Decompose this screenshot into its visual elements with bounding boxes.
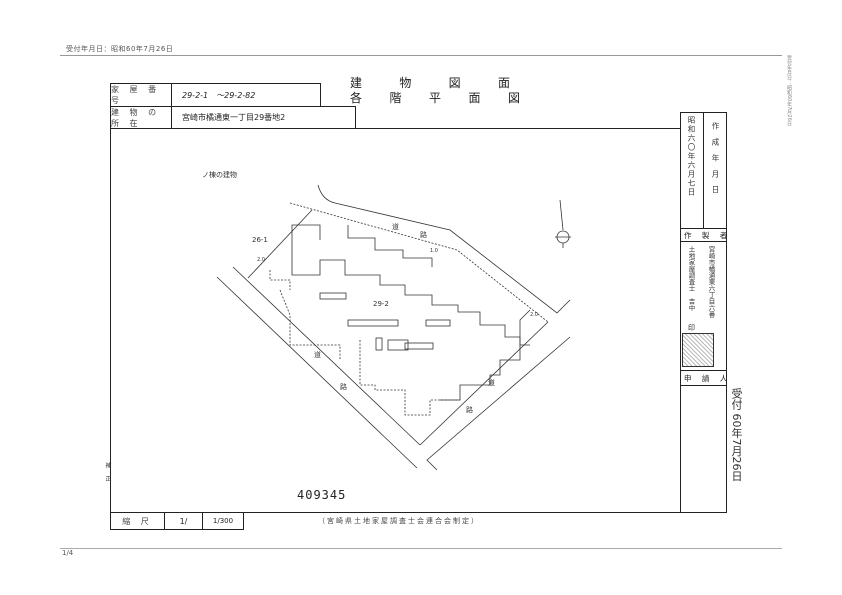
road-top-char: 路 <box>420 231 427 239</box>
scale-value-b: 1/300 <box>202 512 244 530</box>
building-outline-lower <box>359 340 460 416</box>
divider-top <box>60 55 782 56</box>
building-outline-right <box>440 309 531 401</box>
room-block <box>404 342 434 350</box>
scale-label: 縮 尺 <box>110 512 165 530</box>
created-date-label: 作 成 年 月 日 <box>711 122 720 197</box>
building-outline-upper <box>291 224 530 346</box>
document-number: 409345 <box>297 488 347 502</box>
room-block <box>319 292 347 300</box>
title-char: 各 <box>350 91 363 105</box>
road-left-outer <box>216 276 418 469</box>
receipt-stamp: 受付 60年7月26日 <box>730 388 743 482</box>
title-building-plan: 建 物 図 面 <box>350 74 510 91</box>
dim-right: 2.0 <box>530 312 538 318</box>
lot-left-number: 26-1 <box>252 236 268 244</box>
maker-name: 土地家屋調査士 吉中 <box>687 246 695 311</box>
road-top-char: 道 <box>392 223 399 231</box>
publisher-text: （宮崎県土地家屋調査士会連合会制定） <box>318 517 480 525</box>
road-top-outer <box>317 184 571 314</box>
divider <box>680 228 727 229</box>
lot-left-boundary <box>247 209 313 279</box>
header-doc-info: 受付年月日：昭和60年7月26日 <box>66 45 174 53</box>
divider <box>680 241 727 242</box>
scale-value-a: 1/ <box>164 512 203 530</box>
title-char: 図 <box>507 91 520 105</box>
title-char: 階 <box>389 91 402 105</box>
road-top-inner <box>289 202 549 323</box>
seal-stamp-icon <box>682 333 714 367</box>
building-outline-left <box>269 270 341 360</box>
room-block <box>425 319 451 327</box>
side-note: 補 正 <box>104 462 111 485</box>
title-char: 面 <box>497 76 510 90</box>
divider <box>680 385 727 386</box>
road-left-inner <box>232 266 421 446</box>
compass-needle <box>555 199 571 248</box>
room-block <box>387 339 409 351</box>
room-block <box>375 337 383 351</box>
dim-top: 1.0 <box>430 248 438 254</box>
created-date-value: 昭和六〇年六月七日 <box>687 116 696 197</box>
edge-text: 受付年月日：昭和60年7月26日 <box>786 55 792 126</box>
title-char: 建 <box>350 76 363 90</box>
building-label: ノ棟の建物 <box>202 171 237 179</box>
maker-address: 宮崎市橘通東六丁目六番 <box>707 246 715 318</box>
title-floor-plan: 各 階 平 面 図 <box>350 89 520 106</box>
road-right-inner <box>419 321 549 446</box>
page-number: 1/4 <box>62 549 74 557</box>
lot-main-number: 29-2 <box>373 300 389 308</box>
room-block <box>347 319 399 327</box>
road-right-char: 道 <box>488 379 495 387</box>
title-char: 図 <box>448 76 461 90</box>
building-outline-top <box>347 225 433 267</box>
seal-label: 印 <box>688 324 695 332</box>
divider <box>703 112 704 228</box>
road-left-char: 道 <box>314 351 321 359</box>
title-char: 物 <box>399 76 412 90</box>
title-char: 面 <box>468 91 481 105</box>
road-right-char: 路 <box>466 406 473 414</box>
maker-label: 作 製 者 <box>684 231 732 240</box>
road-right-outer <box>426 336 571 471</box>
divider-bottom <box>60 548 782 549</box>
applicant-label: 申 請 人 <box>684 374 732 383</box>
title-char: 平 <box>428 91 441 105</box>
road-left-char: 路 <box>340 383 347 391</box>
dim-left: 2.0 <box>257 257 265 263</box>
divider <box>680 370 727 371</box>
